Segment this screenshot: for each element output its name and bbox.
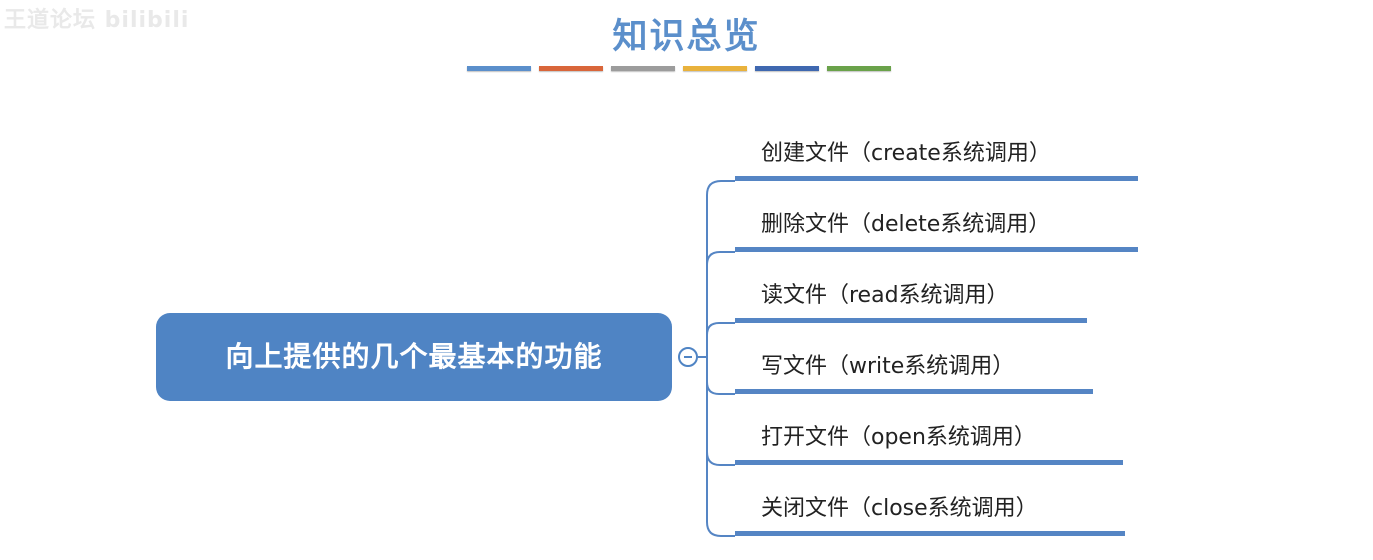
branch-label: 读文件（read系统调用） bbox=[761, 283, 1009, 308]
branch-underline bbox=[735, 176, 1138, 181]
branch-underline bbox=[735, 460, 1123, 465]
branch-label: 打开文件（open系统调用） bbox=[761, 425, 1036, 450]
branch-underline bbox=[735, 318, 1087, 323]
collapse-minus-icon[interactable] bbox=[678, 347, 698, 367]
connector-branch bbox=[706, 322, 735, 336]
watermark: 王道论坛 bilibili bbox=[4, 8, 190, 33]
branch-label: 写文件（write系统调用） bbox=[761, 354, 1015, 379]
branch-underline bbox=[735, 531, 1125, 536]
connector-branch bbox=[706, 381, 735, 395]
underline-swatch bbox=[467, 66, 531, 71]
connector-branch bbox=[706, 451, 735, 466]
title-underline bbox=[467, 66, 893, 72]
connector-branch bbox=[706, 251, 735, 266]
branch-underline bbox=[735, 389, 1093, 394]
branch-label: 创建文件（create系统调用） bbox=[761, 141, 1051, 166]
root-node[interactable]: 向上提供的几个最基本的功能 bbox=[156, 313, 672, 401]
underline-swatch bbox=[827, 66, 891, 71]
underline-swatch bbox=[683, 66, 747, 71]
branch-label: 删除文件（delete系统调用） bbox=[761, 212, 1051, 237]
connector-spine bbox=[706, 180, 735, 537]
branch-underline bbox=[735, 247, 1138, 252]
underline-swatch bbox=[755, 66, 819, 71]
underline-swatch bbox=[539, 66, 603, 71]
branch-label: 关闭文件（close系统调用） bbox=[761, 496, 1038, 521]
page-title: 知识总览 bbox=[612, 16, 761, 57]
underline-swatch bbox=[611, 66, 675, 71]
